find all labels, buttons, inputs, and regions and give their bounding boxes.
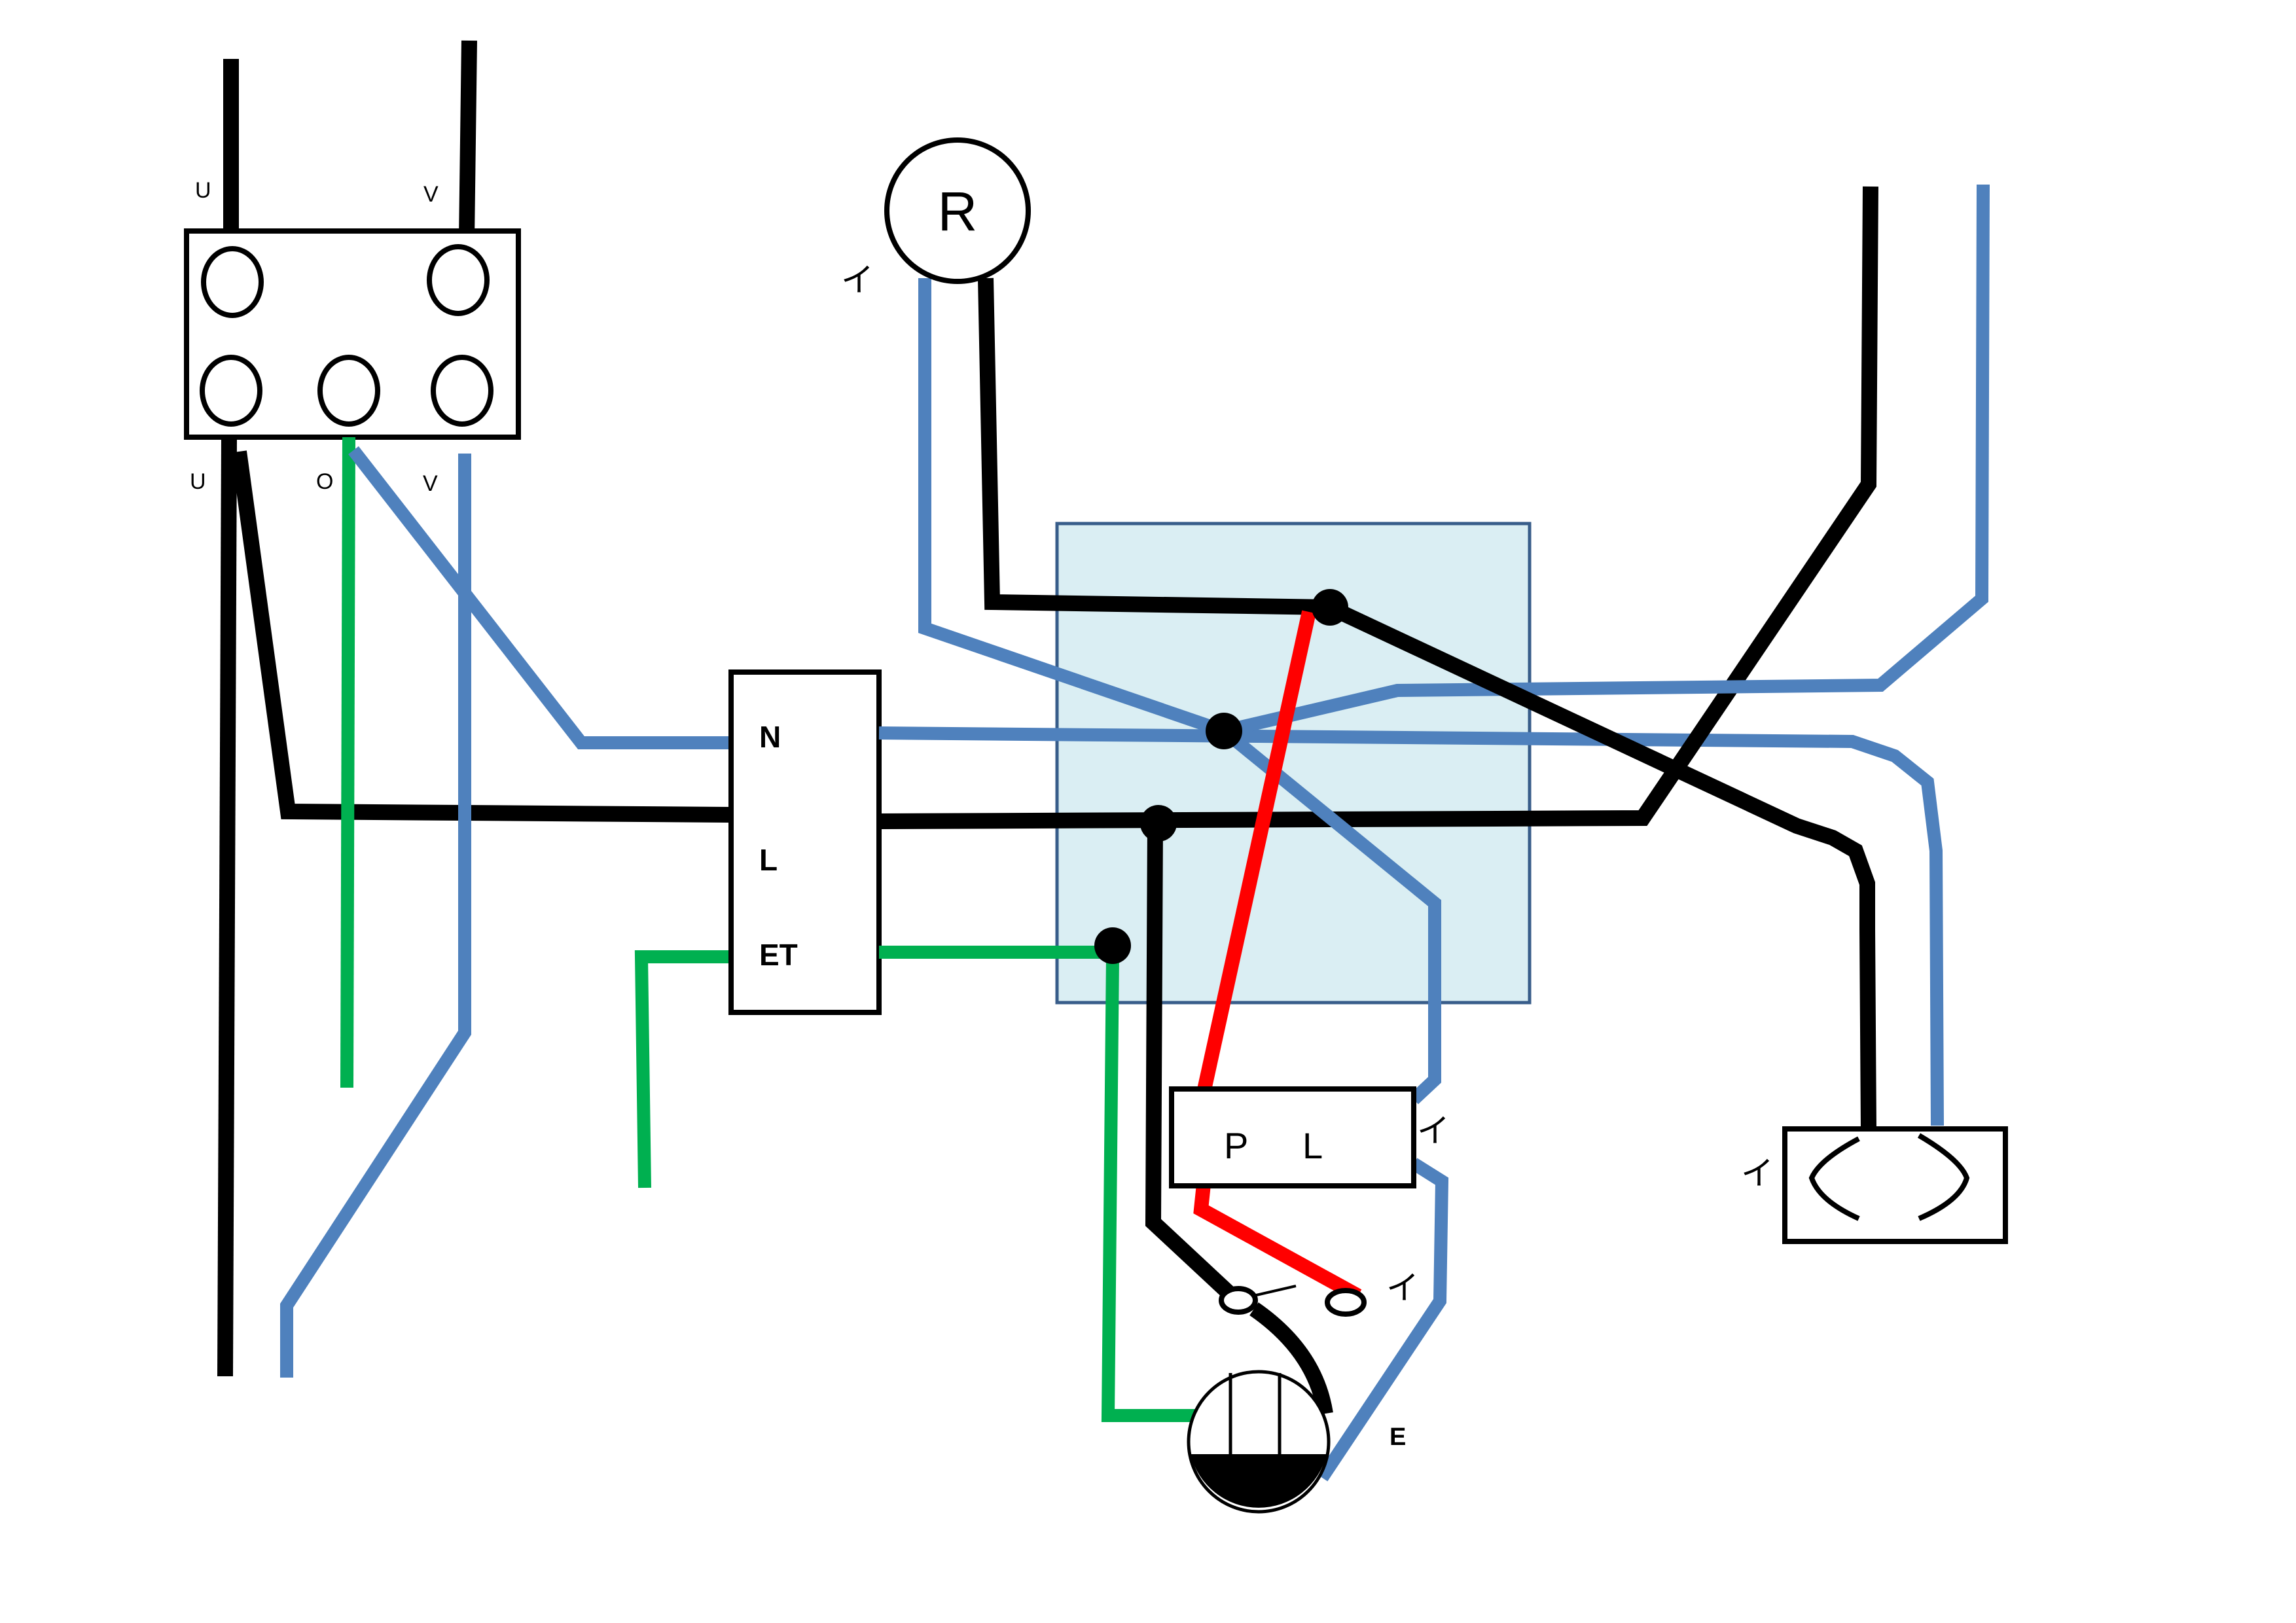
lighting-fixture: E (1187, 1370, 1406, 1514)
wire-earth-to-fixture (1101, 955, 1198, 1422)
outlet-tag: イ (1741, 1154, 1774, 1192)
wire-u-to-terminal-l (231, 450, 730, 823)
outlet: イ (1741, 1126, 2008, 1244)
breaker: U V U O V (184, 40, 521, 496)
wire-line-to-outlet (1326, 600, 1876, 1130)
lamp-r: R イ (841, 137, 1031, 299)
breaker-terminal-v-bottom (431, 355, 493, 427)
junction-node-r-line (1312, 589, 1348, 626)
pilot-lamp: P L イ (1169, 1086, 1450, 1188)
switch-lever (1253, 1285, 1297, 1297)
outlet-slot-left (1808, 1136, 1860, 1221)
terminal-label-l: L (759, 843, 778, 877)
wire-switch-to-fixture (1249, 1302, 1333, 1416)
fixture-base-fill (1191, 1454, 1327, 1508)
breaker-terminal-u-top (201, 246, 264, 318)
wire-neutral-to-pilot-lamp (1219, 726, 1441, 1105)
terminal-label-n: N (759, 720, 781, 754)
pilot-lamp-label-l: L (1302, 1125, 1323, 1166)
wire-r-line (978, 277, 1331, 615)
junction-node-neutral (1206, 713, 1242, 749)
lamp-r-circle (884, 137, 1031, 284)
breaker-terminal-u-bottom (200, 355, 262, 427)
pilot-lamp-tag: イ (1417, 1112, 1450, 1150)
label-v-top: V (423, 182, 439, 207)
wire-line-to-switch (1145, 823, 1236, 1300)
terminal-block: N L ET (728, 669, 882, 1015)
breaker-terminal-v-top (427, 244, 490, 316)
junction-node-earth (1094, 927, 1131, 964)
wire-u-down (217, 437, 237, 1377)
junction-node-line (1140, 805, 1177, 842)
terminal-block-body (728, 669, 882, 1015)
wire-switched-red (1197, 610, 1316, 1092)
wire-o-neutral-to-terminal-n (348, 446, 730, 749)
outlet-body (1782, 1126, 2008, 1244)
switch-contact-switched (1325, 1288, 1367, 1317)
wire-neutral-to-fixture (1316, 1158, 1449, 1482)
wire-et-left-earth (634, 950, 734, 1188)
wire-neutral-to-right-upper (1222, 184, 1990, 738)
switch-contact-common (1219, 1286, 1258, 1315)
wire-supply-v (459, 40, 477, 240)
lamp-r-label: R (938, 181, 978, 242)
outlet-slot-right (1917, 1133, 1970, 1221)
label-v-bottom: V (423, 471, 438, 496)
switch-tag: イ (1386, 1269, 1419, 1307)
label-u-top: U (195, 178, 211, 203)
junction-box (1055, 522, 1532, 1005)
wire-r-neutral (918, 278, 1227, 738)
lamp-r-tag: イ (841, 261, 874, 299)
label-u-bottom: U (190, 469, 206, 494)
terminal-label-et: ET (759, 938, 798, 972)
label-o-bottom: O (316, 469, 333, 494)
breaker-terminal-o-bottom (317, 355, 380, 427)
fixture-label-e: E (1390, 1423, 1406, 1451)
pilot-lamp-body (1169, 1086, 1416, 1188)
pilot-lamp-label-p: P (1224, 1125, 1248, 1166)
wire-switched-red-to-switch (1193, 1177, 1362, 1302)
wire-o-earth-down (340, 437, 355, 1088)
wire-v-down (280, 454, 471, 1378)
switch: イ (1219, 1269, 1419, 1317)
